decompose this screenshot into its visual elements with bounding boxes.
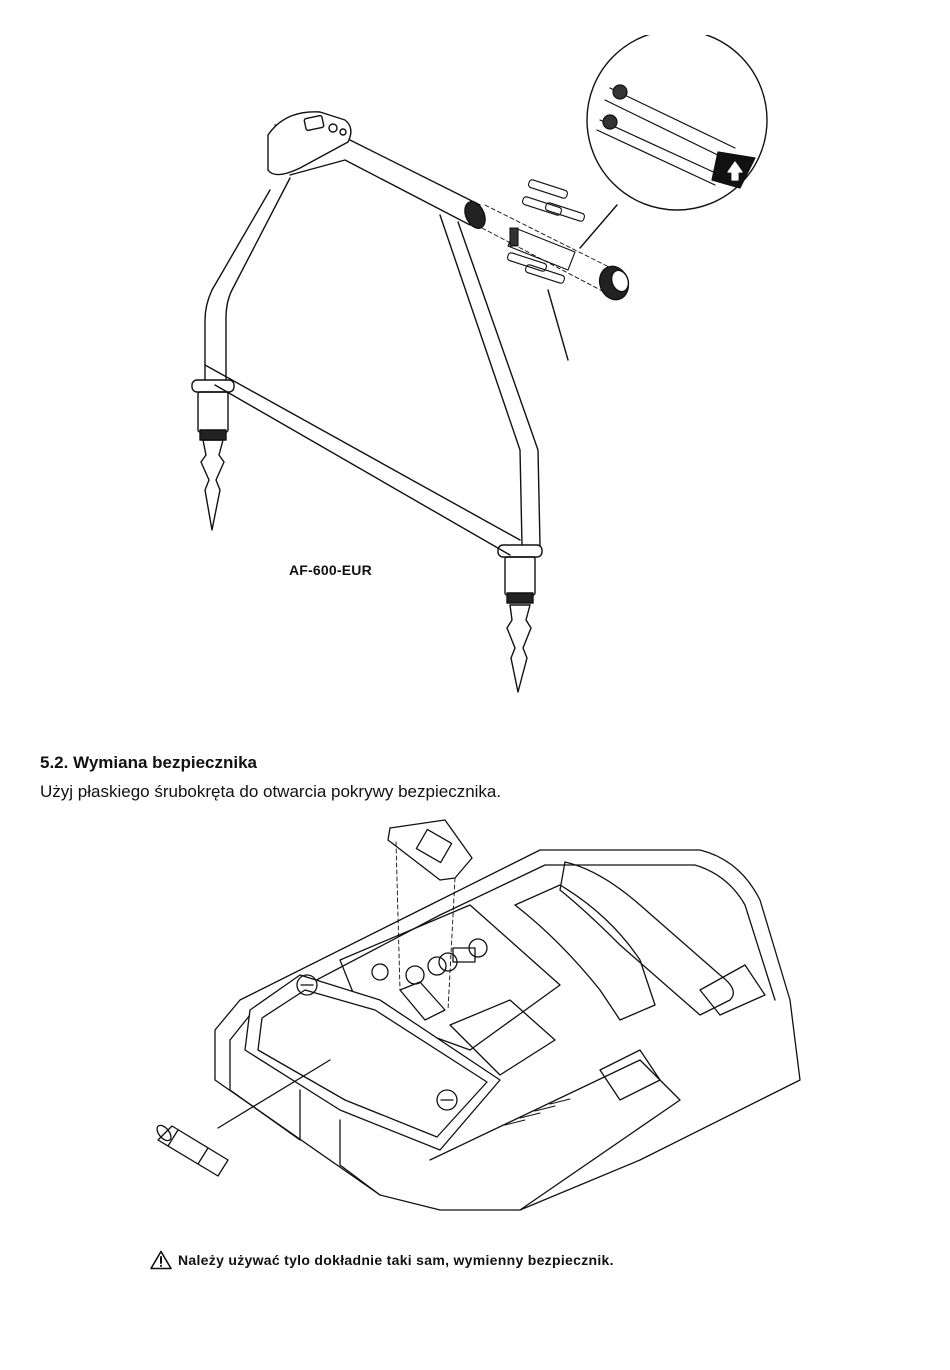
section-body: Użyj płaskiego śrubokręta do otwarcia po… <box>40 782 501 802</box>
model-label: AF-600-EUR <box>289 562 372 578</box>
warning-text: Należy używać tylo dokładnie taki sam, w… <box>178 1252 614 1268</box>
warning-note: Należy używać tylo dokładnie taki sam, w… <box>150 1250 614 1270</box>
meter-fuse-illustration <box>140 810 820 1230</box>
section-title: 5.2. Wymiana bezpiecznika <box>40 753 257 773</box>
warning-triangle-icon <box>150 1250 172 1270</box>
frame-battery-illustration <box>150 35 790 705</box>
